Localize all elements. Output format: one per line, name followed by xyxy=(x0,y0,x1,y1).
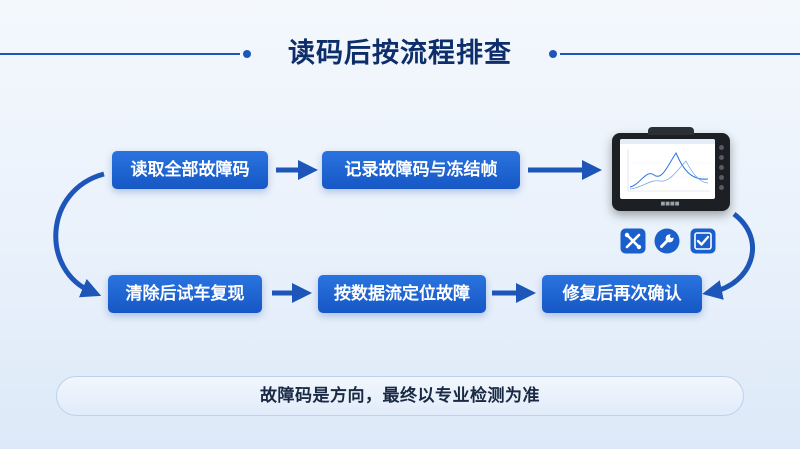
step-record-freeze-frame: 记录故障码与冻结帧 xyxy=(322,151,520,189)
step-clear-and-test: 清除后试车复现 xyxy=(108,275,262,313)
footer-note: 故障码是方向，最终以专业检测为准 xyxy=(56,376,744,416)
title-row: 读码后按流程排查 xyxy=(0,34,800,74)
step-confirm-after-repair: 修复后再次确认 xyxy=(542,275,702,313)
device-brand-mark: ■■■■ xyxy=(660,201,680,207)
device-button xyxy=(719,175,724,180)
wrench-icon xyxy=(654,228,680,254)
title-dot-right xyxy=(549,50,557,58)
title-dot-left xyxy=(243,50,251,58)
page-title: 读码后按流程排查 xyxy=(288,38,512,69)
diagnostic-tablet-icon: ■■■■ xyxy=(612,127,730,211)
device-button xyxy=(719,165,724,170)
device-button xyxy=(719,145,724,150)
arrow-curve-left xyxy=(53,171,105,298)
arrow-curve-right xyxy=(702,212,755,300)
title-line-left xyxy=(0,53,240,55)
device-graph-icon xyxy=(620,139,715,192)
device-handle xyxy=(648,127,694,135)
step-locate-by-data-stream: 按数据流定位故障 xyxy=(318,275,486,313)
tools-icon xyxy=(620,228,646,254)
device-button xyxy=(719,185,724,190)
check-icon xyxy=(690,228,716,254)
device-button xyxy=(719,155,724,160)
title-line-right xyxy=(560,53,800,55)
device-screen xyxy=(620,139,715,199)
step-read-all-codes: 读取全部故障码 xyxy=(112,151,268,189)
